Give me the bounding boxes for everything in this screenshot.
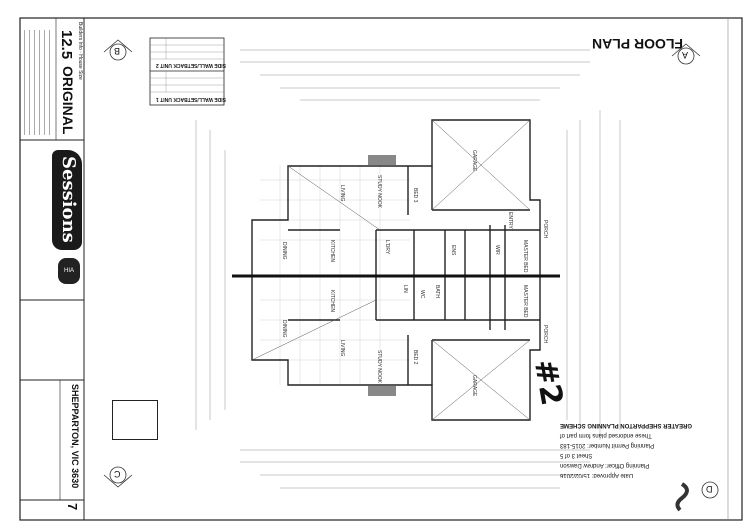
note-box	[112, 400, 158, 440]
sessions-logo: Sessions	[52, 150, 82, 250]
rear-steps	[368, 155, 396, 165]
hia-logo: HIA	[58, 258, 80, 284]
rear-steps-2	[368, 386, 396, 396]
notes-text	[24, 30, 52, 135]
